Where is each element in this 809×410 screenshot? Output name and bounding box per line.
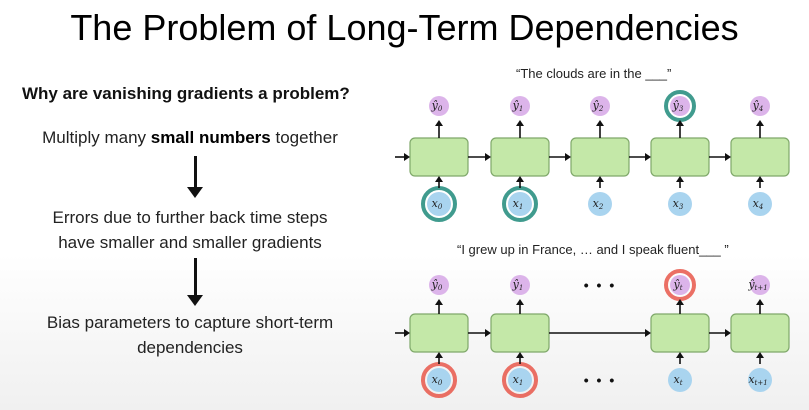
- rnn-cell: [490, 313, 550, 353]
- output-label: ŷ1: [512, 99, 524, 113]
- output-node: [670, 275, 690, 295]
- right-arrow-head: [645, 329, 651, 337]
- ellipsis-text: • • •: [584, 277, 616, 293]
- input-node: [668, 368, 692, 392]
- up-arrow-head: [516, 299, 524, 305]
- rnn-cell: [730, 313, 790, 353]
- input-label: x0: [432, 373, 443, 387]
- up-arrow-head: [676, 352, 684, 358]
- right-arrow-head: [725, 153, 731, 161]
- input-node: [748, 368, 772, 392]
- slide-title: The Problem of Long-Term Dependencies: [70, 7, 739, 48]
- input-node: [427, 192, 451, 216]
- input-label: x4: [753, 197, 764, 211]
- input-label: x3: [673, 197, 684, 211]
- step-errors-smaller-gradients: Errors due to further back time steps ha…: [0, 205, 380, 255]
- step1-text-post: together: [270, 128, 338, 147]
- input-node: [508, 368, 532, 392]
- up-arrow-head: [516, 120, 524, 126]
- input-node: [427, 368, 451, 392]
- up-arrow-head: [516, 176, 524, 182]
- input-label: x0: [432, 197, 443, 211]
- output-node: [429, 96, 449, 116]
- output-label: ŷ0: [431, 99, 443, 113]
- output-label: ŷ3: [672, 99, 684, 113]
- up-arrow-head: [435, 299, 443, 305]
- rnn-cell: [490, 137, 550, 177]
- input-label: x1: [513, 373, 524, 387]
- step2-line1: Errors due to further back time steps: [52, 208, 328, 227]
- up-arrow-head: [435, 120, 443, 126]
- up-arrow-head: [756, 352, 764, 358]
- down-arrow-icon: [185, 156, 205, 198]
- right-arrow-head: [725, 329, 731, 337]
- rnn-cell: [650, 313, 710, 353]
- output-node: [510, 275, 530, 295]
- right-arrow-head: [565, 153, 571, 161]
- output-node: [590, 96, 610, 116]
- rnn-cell: [570, 137, 630, 177]
- up-arrow-head: [676, 120, 684, 126]
- up-arrow-head: [596, 120, 604, 126]
- up-arrow-head: [676, 299, 684, 305]
- output-label: ŷ2: [592, 99, 604, 113]
- output-label: ŷ1: [512, 278, 524, 292]
- up-arrow-head: [516, 352, 524, 358]
- output-label: ŷt+1: [747, 278, 767, 292]
- right-arrow-head: [485, 153, 491, 161]
- step3-line1: Bias parameters to capture short-term: [46, 313, 334, 332]
- input-node: [748, 192, 772, 216]
- step-multiply-small-numbers: Multiply many small numbers together: [0, 125, 380, 150]
- rnn-cell: [409, 137, 469, 177]
- step2-line2: have smaller and smaller gradients: [58, 233, 322, 252]
- output-node: [429, 275, 449, 295]
- rnn-cell: [409, 313, 469, 353]
- output-node: [750, 275, 770, 295]
- up-arrow-head: [756, 176, 764, 182]
- down-arrow-icon: [185, 258, 205, 306]
- up-arrow-head: [596, 176, 604, 182]
- diagram2-caption: “I grew up in France, … and I speak flue…: [457, 242, 729, 257]
- question-heading: Why are vanishing gradients a problem?: [22, 84, 350, 103]
- input-label: xt+1: [748, 373, 767, 387]
- output-node: [670, 96, 690, 116]
- up-arrow-head: [676, 176, 684, 182]
- input-node: [668, 192, 692, 216]
- output-label: ŷ4: [752, 99, 764, 113]
- right-arrow-head: [404, 153, 410, 161]
- step1-text-pre: Multiply many: [42, 128, 151, 147]
- rnn-cell: [730, 137, 790, 177]
- output-label: ŷt: [672, 278, 682, 292]
- up-arrow-head: [756, 299, 764, 305]
- output-node: [510, 96, 530, 116]
- output-node: [750, 96, 770, 116]
- rnn-cell: [650, 137, 710, 177]
- step3-line2: dependencies: [137, 338, 243, 357]
- right-arrow-head: [404, 329, 410, 337]
- step1-text-bold: small numbers: [150, 128, 271, 147]
- output-label: ŷ0: [431, 278, 443, 292]
- input-node: [588, 192, 612, 216]
- input-label: x1: [513, 197, 524, 211]
- right-arrow-head: [485, 329, 491, 337]
- input-node: [508, 192, 532, 216]
- diagram1-caption: “The clouds are in the ___”: [516, 66, 672, 81]
- up-arrow-head: [435, 176, 443, 182]
- input-label: xt: [673, 373, 682, 387]
- right-arrow-head: [645, 153, 651, 161]
- step-bias-short-term: Bias parameters to capture short-term de…: [0, 310, 380, 360]
- up-arrow-head: [756, 120, 764, 126]
- ellipsis-text: • • •: [584, 372, 616, 388]
- up-arrow-head: [435, 352, 443, 358]
- input-label: x2: [593, 197, 604, 211]
